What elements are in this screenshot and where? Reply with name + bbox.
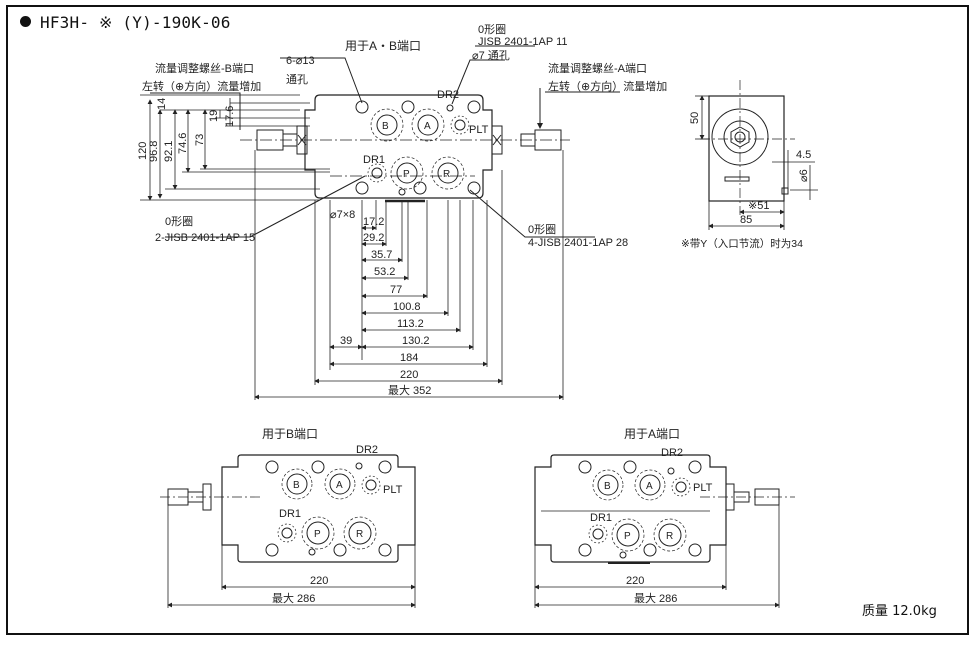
dim-4-5: 4.5 (796, 149, 811, 161)
a-screw-label: 流量调整螺丝-A端口 (548, 61, 647, 75)
a-view-port-r: R (666, 531, 673, 542)
a-screw-note: 左转（⊕方向）流量增加 (548, 79, 667, 93)
a-view-dim-220: 220 (626, 575, 644, 587)
dim-96-8: 96.8 (148, 141, 160, 162)
b-view-dim-max-286: 最大 286 (272, 591, 315, 605)
port-r: R (443, 169, 450, 180)
b-view-port-p: P (314, 529, 321, 540)
dim-100-8: 100.8 (393, 301, 421, 313)
dim-220: 220 (400, 369, 418, 381)
main-view (140, 45, 620, 400)
valve-body (304, 94, 493, 199)
dim-14: 14 (156, 98, 168, 110)
b-view-label: 用于B端口 (262, 427, 318, 441)
dim-17-2: 17.2 (363, 216, 384, 228)
b-view-dr1: DR1 (279, 508, 301, 520)
oring-left-label: 0形圈 (165, 215, 193, 228)
port-a: A (424, 121, 431, 132)
model-number: HF3H- ※ (Y)-190K-06 (40, 13, 231, 32)
bullet-icon (20, 16, 31, 27)
b-view-port-r: R (356, 529, 363, 540)
right-adjust-screw (491, 125, 562, 155)
dim-19: 19 (208, 110, 220, 122)
oring-left-spec: 2-JISB 2401-1AP 15 (155, 232, 255, 244)
side-note: ※带Y（入口节流）时为34 (681, 237, 803, 250)
dim-92-1: 92.1 (163, 141, 175, 162)
dim-77: 77 (390, 284, 402, 296)
through-holes-qty: 6-⌀13 (286, 55, 315, 67)
dim-113-2: 113.2 (397, 318, 424, 330)
a-view-port-b: B (604, 481, 611, 492)
dim-phi6: ⌀6 (798, 169, 810, 182)
b-screw-label: 流量调整螺丝-B端口 (155, 61, 254, 75)
oring-top-label: 0形圈 (478, 23, 506, 36)
a-port-view (534, 454, 795, 608)
oring-right-spec: 4-JISB 2401-1AP 28 (528, 237, 628, 249)
port-plt: PLT (469, 124, 489, 136)
b-view-port-b: B (293, 480, 300, 491)
dim-74-6: 74.6 (177, 133, 189, 154)
a-view-port-a: A (646, 481, 653, 492)
b-view-dr2: DR2 (356, 444, 378, 456)
b-view-port-a: A (336, 480, 343, 491)
drawing-title: HF3H- ※ (Y)-190K-06 (20, 13, 231, 32)
a-view-dr2: DR2 (661, 447, 683, 459)
dim-35-7: 35.7 (371, 249, 392, 261)
through-holes-label: 通孔 (286, 73, 308, 86)
pin-hole-label: ⌀7×8 (330, 209, 355, 221)
b-view-plt: PLT (383, 484, 403, 496)
port-dr2: DR2 (437, 89, 459, 101)
oring-right-label: 0形圈 (528, 223, 556, 236)
dim-39: 39 (340, 335, 352, 347)
oring-top-hole: ⌀7 通孔 (472, 49, 510, 62)
dim-73: 73 (194, 134, 206, 146)
dim-184: 184 (400, 352, 418, 364)
dim-17-6: 17.6 (224, 106, 236, 127)
a-view-dr1: DR1 (590, 512, 612, 524)
dim-85: 85 (740, 214, 752, 226)
port-b: B (382, 121, 389, 132)
b-screw-note: 左转（⊕方向）流量增加 (142, 79, 261, 93)
oring-top-spec: JISB 2401-1AP 11 (478, 36, 568, 48)
dim-130-2: 130.2 (402, 335, 430, 347)
dim-53-2: 53.2 (374, 266, 395, 278)
b-view-dim-220: 220 (310, 575, 328, 587)
a-view-port-p: P (624, 531, 631, 542)
a-view-plt: PLT (693, 482, 713, 494)
label-ab-ports: 用于A・B端口 (345, 39, 421, 53)
dim-max-352: 最大 352 (388, 383, 431, 397)
a-view-dim-max-286: 最大 286 (634, 591, 677, 605)
side-view (695, 80, 818, 230)
dim-50: 50 (689, 112, 701, 124)
a-view-label: 用于A端口 (624, 427, 680, 441)
dim-120: 120 (137, 142, 149, 160)
port-dr1: DR1 (363, 154, 385, 166)
port-p: P (403, 169, 410, 180)
b-port-view (160, 454, 416, 608)
dim-51: ※51 (748, 200, 769, 212)
dim-29-2: 29.2 (363, 232, 384, 244)
mass-label: 质量 12.0kg (862, 604, 937, 619)
